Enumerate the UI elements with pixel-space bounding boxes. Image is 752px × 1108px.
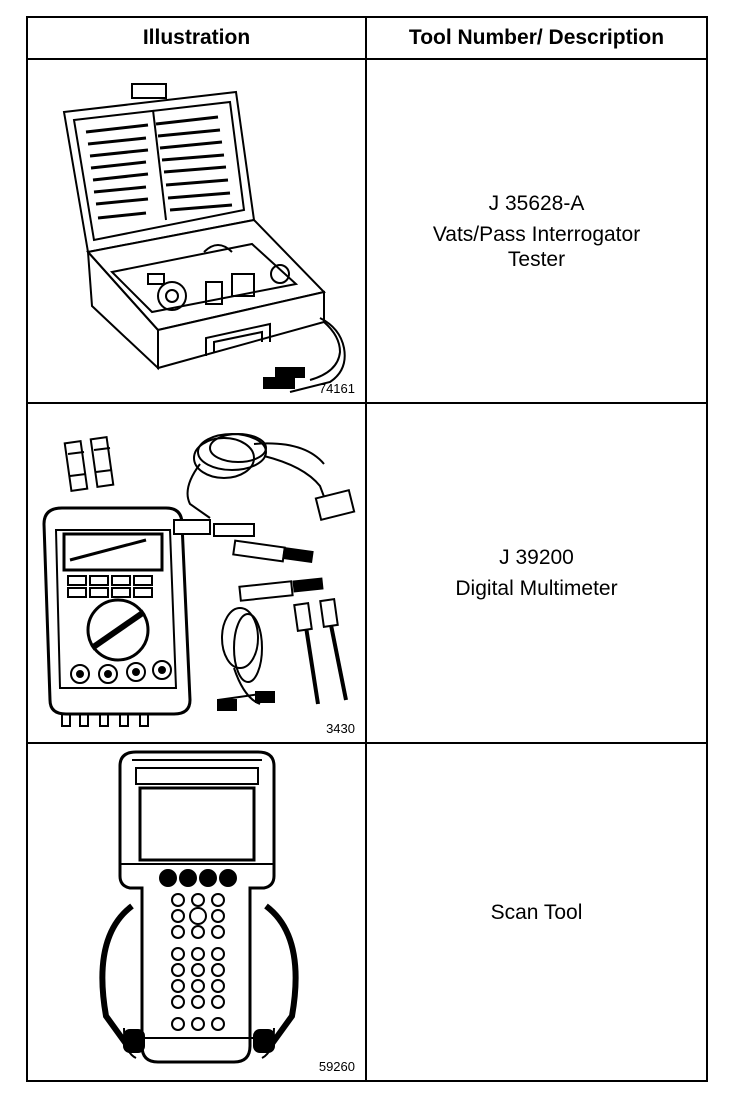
tool-description: Scan Tool [490,900,583,924]
tool-description-cell: J 35628-A Vats/Pass Interrogator Tester [367,60,706,402]
figure-number: 74161 [318,381,355,396]
header-tool-description: Tool Number/ Description [408,26,665,49]
scan-tool-icon [99,750,299,1064]
table-header: Illustration Tool Number/ Description [28,18,706,60]
tool-description-cell: J 39200 Digital Multimeter [367,404,706,742]
tester-case-icon [62,83,346,393]
tool-number: J 35628-A [488,191,585,215]
tool-table: Illustration Tool Number/ Description [26,16,708,1082]
tool-number: J 39200 [499,546,574,569]
table-row: 74161 J 35628-A Vats/Pass Interrogator T… [28,60,706,404]
multimeter-icon [42,433,356,727]
header-illustration: Illustration [142,26,251,49]
illustration-cell: 59260 [28,744,365,1080]
tool-description-line2: Tester [507,247,566,271]
table-row: 59260 Scan Tool [28,744,706,1080]
figure-number: 3430 [326,721,355,736]
column-divider [365,18,367,1080]
figure-number: 59260 [318,1059,355,1074]
illustration-cell: 3430 [28,404,365,742]
tool-description: Digital Multimeter [455,577,618,600]
tool-description: Vats/Pass Interrogator [432,222,641,246]
tool-description-cell: Scan Tool [367,744,706,1080]
table-row: 3430 J 39200 Digital Multimeter [28,404,706,744]
illustration-cell: 74161 [28,60,365,402]
